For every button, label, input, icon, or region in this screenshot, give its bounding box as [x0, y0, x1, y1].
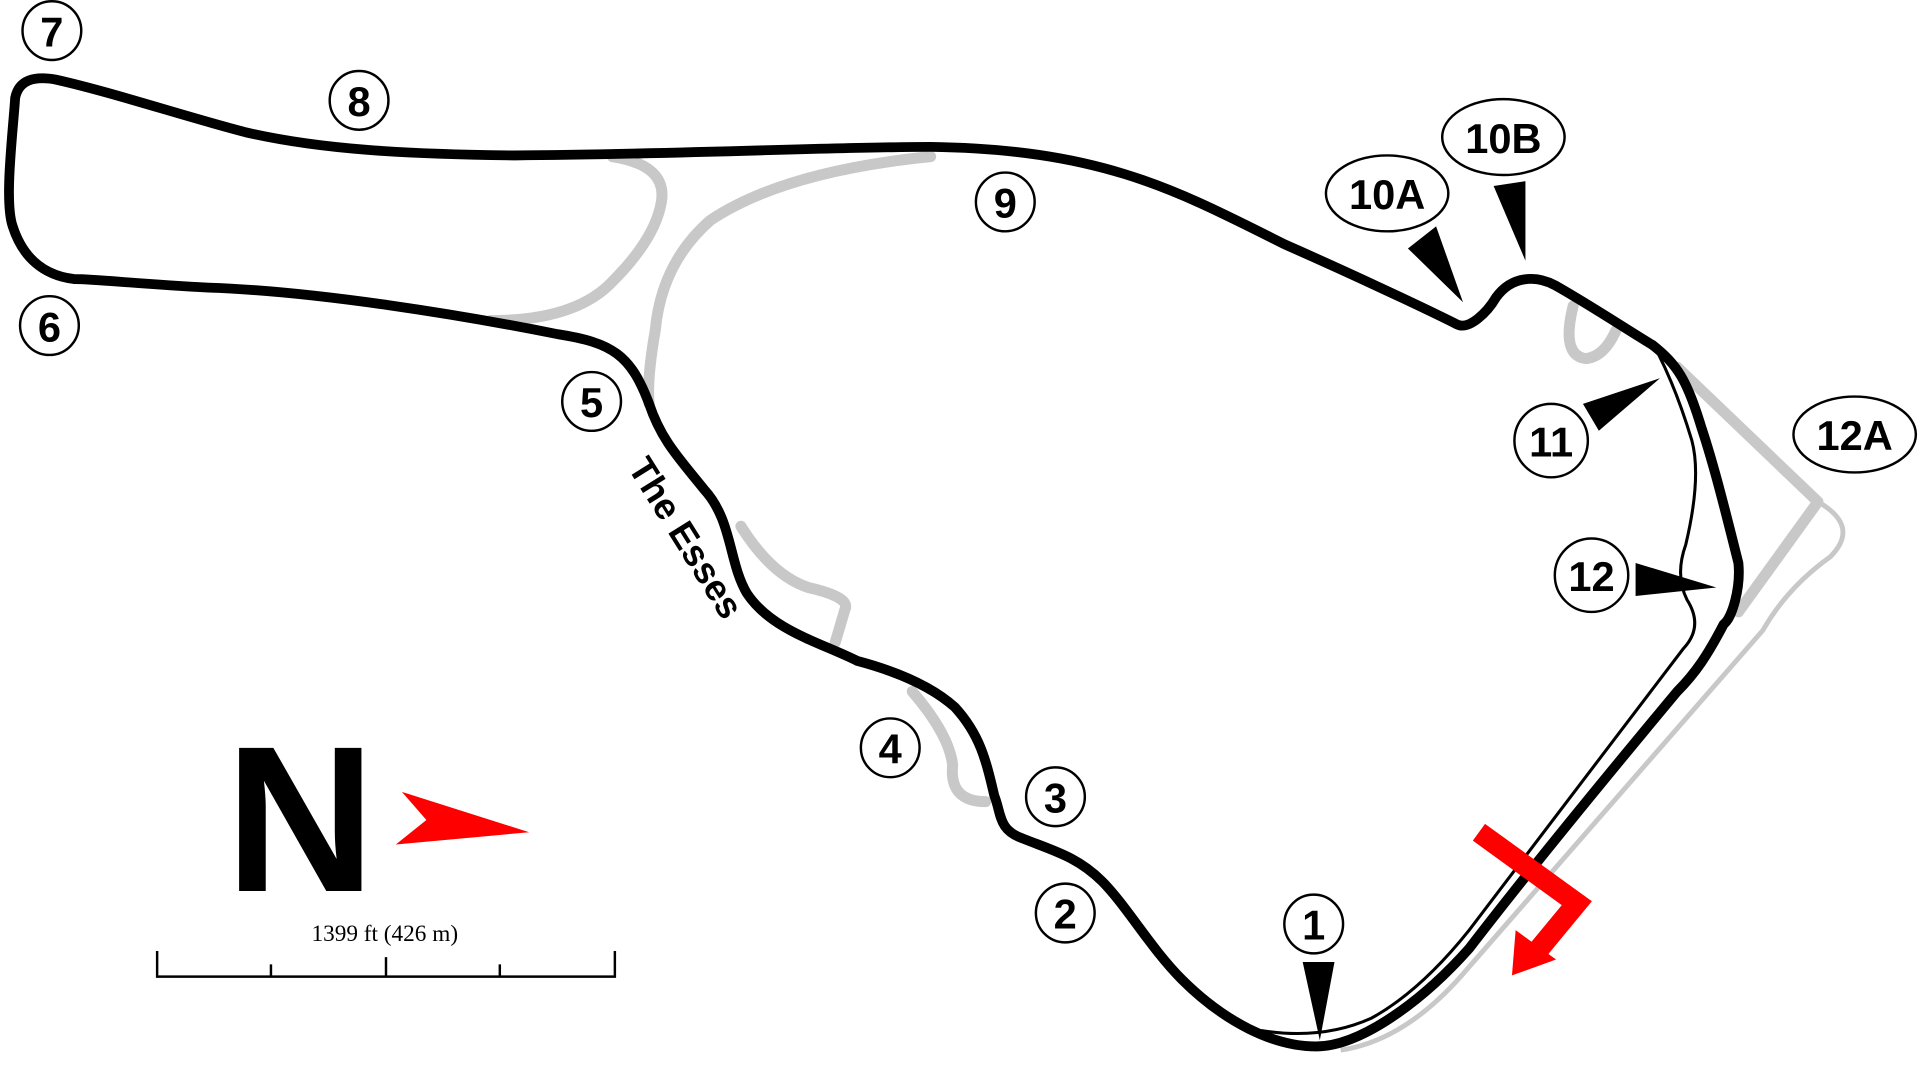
svg-text:10A: 10A — [1349, 171, 1425, 218]
svg-text:3: 3 — [1044, 774, 1067, 821]
turn-8-label: 8 — [328, 69, 390, 131]
turn-6-label: 6 — [18, 294, 81, 357]
north-arrow-icon — [395, 791, 530, 845]
svg-text:7: 7 — [40, 8, 63, 55]
turn-10a-label: 10A — [1324, 154, 1450, 233]
turn-7-label: 7 — [21, 0, 83, 62]
old-track-segments — [484, 151, 1846, 1053]
turn-12a-label: 12A — [1792, 395, 1918, 474]
turn-4-label: 4 — [859, 717, 921, 779]
turn-11-label: 11 — [1513, 402, 1590, 479]
turn-12-label: 12 — [1553, 537, 1630, 614]
pit-lane — [1260, 354, 1698, 1036]
svg-text:9: 9 — [994, 180, 1017, 227]
north-indicator: N — [225, 704, 530, 936]
turn-3-label: 3 — [1024, 766, 1087, 828]
svg-text:5: 5 — [580, 379, 603, 426]
turn-10b-label: 10B — [1440, 97, 1566, 177]
svg-text:6: 6 — [38, 303, 61, 350]
svg-text:12A: 12A — [1816, 412, 1892, 459]
svg-text:12: 12 — [1568, 553, 1614, 600]
main-track — [4, 73, 1744, 1052]
pointer-turn-10a — [1407, 226, 1464, 303]
svg-text:8: 8 — [347, 78, 370, 125]
start-direction-arrow-icon — [1511, 930, 1557, 976]
pointer-turn-12 — [1635, 562, 1717, 597]
svg-text:1: 1 — [1302, 902, 1325, 949]
svg-text:11: 11 — [1529, 418, 1573, 465]
turn-5-label: 5 — [561, 370, 623, 433]
scale-label: 1399 ft (426 m) — [311, 921, 458, 947]
turn-2-label: 2 — [1034, 882, 1096, 944]
svg-text:10B: 10B — [1465, 115, 1541, 162]
corner-pointers — [1302, 181, 1717, 1041]
svg-text:4: 4 — [879, 726, 902, 773]
pointer-turn-11 — [1582, 378, 1661, 431]
pointer-turn-10b — [1493, 181, 1526, 261]
turn-1-label: 1 — [1283, 893, 1345, 955]
start-finish-marker — [1472, 823, 1592, 976]
scale-bar: 1399 ft (426 m) — [155, 921, 617, 978]
pointer-turn-1 — [1302, 961, 1335, 1041]
turn-9-label: 9 — [974, 171, 1036, 233]
svg-text:2: 2 — [1054, 891, 1077, 938]
north-letter: N — [225, 704, 375, 936]
